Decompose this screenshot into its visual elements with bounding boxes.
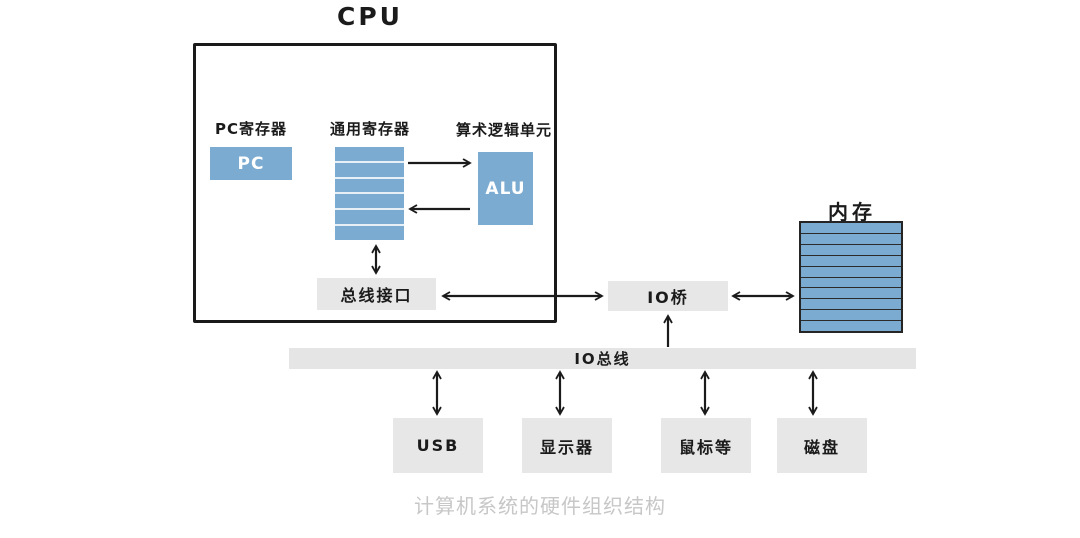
stack-row — [801, 256, 901, 267]
stack-row — [801, 288, 901, 300]
memory-block — [799, 221, 903, 333]
stack-row — [335, 194, 404, 211]
diagram-caption: 计算机系统的硬件组织结构 — [414, 494, 666, 518]
stack-row — [801, 223, 901, 234]
alu-block: ALU — [478, 152, 533, 225]
alu-unit-label: 算术逻辑单元 — [455, 121, 552, 139]
stack-row — [801, 278, 901, 289]
general-registers-label: 通用寄存器 — [329, 120, 410, 138]
peripheral-usb: USB — [393, 418, 483, 473]
pc-register-label: PC寄存器 — [214, 120, 287, 138]
peripheral-disk: 磁盘 — [777, 418, 867, 473]
stack-row — [335, 226, 404, 240]
io-bus-label: IO总线 — [574, 350, 631, 368]
stack-row — [801, 245, 901, 256]
peripheral-mouse: 鼠标等 — [661, 418, 751, 473]
stack-row — [335, 163, 404, 179]
peripheral-display: 显示器 — [522, 418, 612, 473]
pc-register-block: PC — [210, 147, 292, 180]
stack-row — [801, 267, 901, 278]
cpu-title: CPU — [337, 2, 403, 31]
stack-row — [801, 299, 901, 311]
stack-row — [801, 310, 901, 322]
stack-row — [335, 179, 404, 195]
io-bus-bar: IO总线 — [289, 348, 916, 369]
stack-row — [335, 210, 404, 227]
stack-row — [335, 147, 404, 163]
cpu-box — [193, 43, 557, 323]
stack-row — [801, 321, 901, 331]
memory-label: 内存 — [828, 200, 876, 224]
bus-interface-block: 总线接口 — [317, 278, 436, 310]
io-bridge-block: IO桥 — [608, 281, 728, 311]
stack-row — [801, 234, 901, 245]
general-registers-block — [335, 147, 404, 240]
